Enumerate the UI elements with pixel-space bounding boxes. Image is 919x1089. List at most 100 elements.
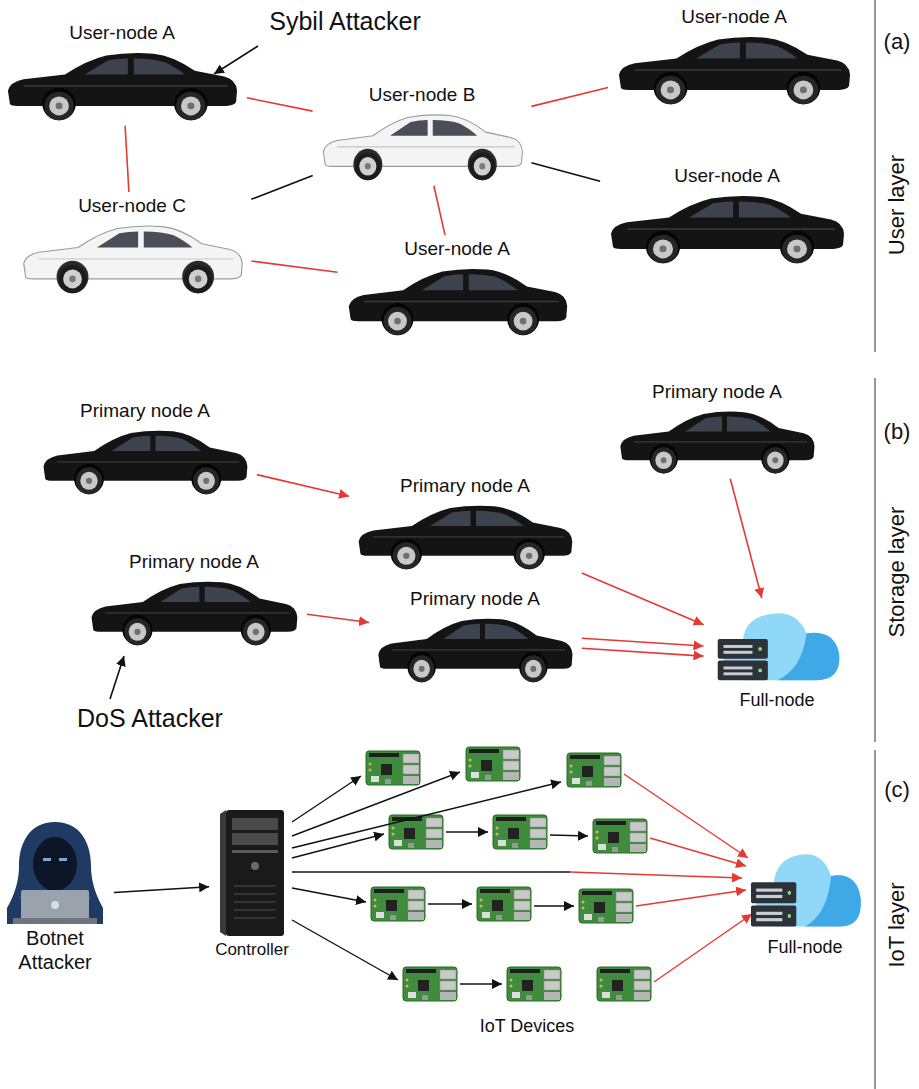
layer-title: Storage layer [884, 507, 910, 638]
hacker-icon [7, 822, 103, 924]
node-label: User-node A [69, 22, 175, 45]
iot-device [389, 815, 443, 849]
car-picture [620, 411, 814, 473]
layer-title: User layer [884, 155, 910, 255]
computer-tower-icon [220, 810, 284, 936]
user-car: User-node C [16, 195, 249, 296]
hacker-icon [5, 818, 105, 924]
iot-device [371, 887, 425, 921]
car-picture [611, 196, 844, 263]
user-car: User-node A [0, 22, 244, 123]
car-picture [20, 220, 245, 296]
command-arrow [534, 905, 574, 906]
connector-line [582, 638, 704, 646]
connector-line [531, 163, 600, 181]
panel-divider [875, 378, 876, 742]
car-picture [320, 109, 525, 183]
car-picture [40, 425, 250, 497]
user-car: User-node A [341, 238, 574, 338]
connector-line [434, 186, 445, 235]
car-picture [617, 406, 817, 476]
car-picture [615, 31, 853, 107]
connector-line [582, 573, 704, 625]
attack-arrow [654, 914, 752, 982]
car-picture [323, 115, 522, 180]
iot-device [507, 967, 561, 1001]
car-picture [88, 576, 300, 648]
user-car: User-node B [316, 84, 529, 183]
attack-arrow [570, 872, 742, 878]
attack-arrow [650, 838, 746, 866]
connector-line [251, 176, 312, 200]
command-arrow [292, 782, 561, 848]
group-label: IoT Devices [480, 1016, 575, 1038]
command-arrows [292, 772, 588, 984]
primary-car: Primary node A [613, 381, 821, 476]
attacker-figure: Botnet Attacker [0, 818, 111, 974]
car-picture [345, 263, 570, 338]
car-picture [359, 505, 573, 569]
controller-pc: Controller [211, 808, 293, 960]
pointer-arrow [214, 46, 258, 74]
command-arrow [292, 834, 384, 858]
node-label: Primary node A [80, 400, 210, 423]
attacker-label: Sybil Attacker [269, 6, 420, 36]
car-picture [348, 269, 566, 335]
node-label: Primary node A [129, 551, 259, 574]
node-label: User-node C [78, 195, 186, 218]
node-label: Primary node A [400, 475, 530, 498]
layer-title: IoT layer [884, 882, 910, 967]
car-picture [378, 618, 572, 682]
computer-tower-icon [216, 808, 288, 938]
full-node-server: Full-node [706, 600, 849, 712]
car-picture [607, 190, 847, 266]
car-picture [4, 47, 240, 123]
attack-arrow [636, 890, 746, 906]
attack-arrow [624, 774, 748, 858]
command-arrow [550, 835, 588, 836]
panel-divider [875, 0, 876, 352]
command-arrow [292, 888, 366, 902]
car-picture [619, 37, 850, 104]
node-label: User-node A [674, 165, 780, 188]
connector-line [531, 87, 608, 106]
command-arrow [446, 831, 488, 832]
pointer-arrow [110, 656, 124, 699]
iot-device [597, 967, 651, 1001]
iot-device [493, 815, 547, 849]
iot-device [579, 889, 633, 923]
iot-device [593, 819, 647, 853]
attack-arrows [570, 774, 752, 982]
attacker-label: DoS Attacker [77, 703, 223, 733]
command-arrow [292, 776, 361, 822]
node-label: User-node B [369, 84, 476, 107]
primary-car: Primary node A [84, 551, 304, 648]
connector-line [247, 98, 313, 111]
panel-letter: (c) [884, 777, 910, 803]
node-label: User-node A [404, 238, 510, 261]
node-label: Full-node [767, 937, 842, 959]
cloud-server-icon [717, 613, 839, 680]
car-picture [23, 226, 241, 293]
primary-car: Primary node A [351, 475, 579, 572]
command-arrow [292, 772, 460, 836]
connector-line [582, 648, 704, 656]
car-picture [355, 500, 575, 572]
cloud-server-icon [751, 854, 861, 926]
node-label: User-node A [681, 6, 787, 29]
node-label: Primary node A [410, 588, 540, 611]
car-picture [44, 430, 248, 494]
iot-device [466, 747, 520, 781]
panel-letter: (a) [884, 29, 911, 55]
node-label: Full-node [739, 690, 814, 712]
connector-line [251, 261, 337, 272]
car-picture [375, 613, 575, 685]
cloud-server-icon [744, 840, 866, 935]
command-arrow [292, 920, 398, 980]
full-node-server: Full-node [740, 840, 870, 959]
iot-device [403, 967, 457, 1001]
node-label: Controller [215, 940, 289, 960]
car-picture [92, 581, 298, 645]
iot-device [477, 887, 531, 921]
